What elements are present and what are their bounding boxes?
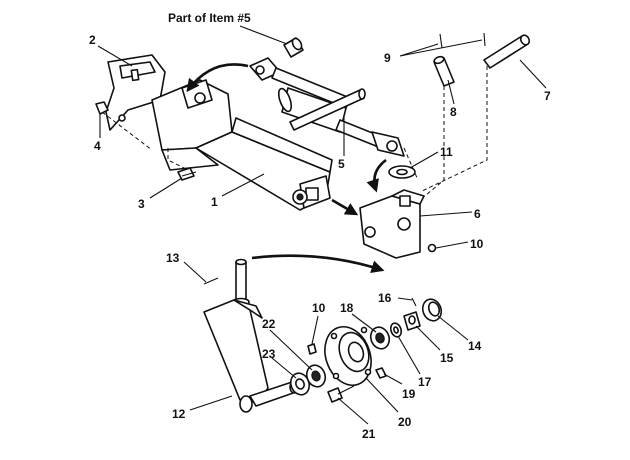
callout-10-upper: 10 bbox=[470, 237, 484, 251]
frame-arm-item-1 bbox=[151, 79, 333, 211]
callout-3: 3 bbox=[138, 197, 145, 211]
callout-17: 17 bbox=[418, 375, 432, 389]
callout-19: 19 bbox=[402, 387, 416, 401]
nut-item-19 bbox=[375, 367, 387, 379]
bearing-item-18 bbox=[369, 326, 391, 350]
callout-15: 15 bbox=[440, 351, 454, 365]
nut-item-4 bbox=[95, 101, 109, 115]
wheel-hub-item-20 bbox=[324, 326, 372, 386]
bolt-item-3 bbox=[177, 167, 197, 181]
part-of-item-label: Part of Item #5 bbox=[168, 11, 251, 25]
mounting-bracket-item-2 bbox=[105, 54, 166, 131]
assembly-arrow-pin bbox=[186, 63, 249, 93]
callout-leaders bbox=[97, 39, 547, 425]
dashline-bolt-3 bbox=[167, 148, 189, 171]
callout-21: 21 bbox=[362, 427, 376, 441]
dashline-pin-7 bbox=[419, 66, 488, 193]
cotter-pin-item-13 bbox=[203, 277, 219, 285]
washer-item-17 bbox=[389, 322, 403, 338]
callout-11: 11 bbox=[440, 145, 453, 159]
callout-16: 16 bbox=[378, 291, 392, 305]
pivot-bracket-item-6 bbox=[359, 189, 425, 259]
assembly-arrow-spindle bbox=[251, 254, 385, 273]
dust-cap-item-14 bbox=[421, 298, 443, 322]
callout-14: 14 bbox=[468, 339, 482, 353]
callout-12: 12 bbox=[172, 407, 186, 421]
callout-6: 6 bbox=[474, 207, 481, 221]
castle-nut-item-15 bbox=[403, 311, 421, 331]
callout-5: 5 bbox=[338, 157, 345, 171]
dashline-pin-8 bbox=[419, 86, 445, 201]
part-of-item-leader bbox=[239, 25, 288, 45]
cotter-pins-item-9 bbox=[439, 32, 486, 49]
spindle-arm-item-12 bbox=[203, 258, 299, 413]
callout-2: 2 bbox=[89, 33, 96, 47]
dashline-cylinder bbox=[403, 147, 419, 181]
assembly-arrow-washer bbox=[366, 158, 387, 193]
callout-labels: 2 1 3 4 5 6 7 8 9 10 10 11 12 13 14 15 1… bbox=[89, 33, 551, 441]
callout-8: 8 bbox=[450, 105, 457, 119]
grease-fitting-item-10-upper bbox=[427, 243, 437, 253]
washer-item-11 bbox=[388, 165, 416, 179]
adjuster-cylinder-item-5 bbox=[249, 57, 405, 157]
callout-13: 13 bbox=[166, 251, 180, 265]
callout-22: 22 bbox=[262, 317, 276, 331]
callout-4: 4 bbox=[94, 139, 101, 153]
callout-7: 7 bbox=[544, 89, 551, 103]
pin-part-of-item-5 bbox=[283, 37, 304, 58]
bearing-item-22 bbox=[305, 364, 327, 388]
callout-1: 1 bbox=[211, 195, 218, 209]
dashline-nut-4 bbox=[101, 111, 153, 151]
assembly-arrow-frame bbox=[331, 198, 359, 216]
wheel-bolt-item-21 bbox=[327, 385, 355, 403]
callout-20: 20 bbox=[398, 415, 412, 429]
cotter-pin-item-16 bbox=[411, 297, 417, 307]
callout-10-lower: 10 bbox=[312, 301, 326, 315]
pin-item-7 bbox=[483, 34, 531, 69]
callout-9: 9 bbox=[384, 51, 391, 65]
callout-23: 23 bbox=[262, 347, 276, 361]
grease-fitting-item-10-lower bbox=[307, 343, 317, 355]
callout-18: 18 bbox=[340, 301, 354, 315]
pin-item-8 bbox=[433, 55, 455, 87]
